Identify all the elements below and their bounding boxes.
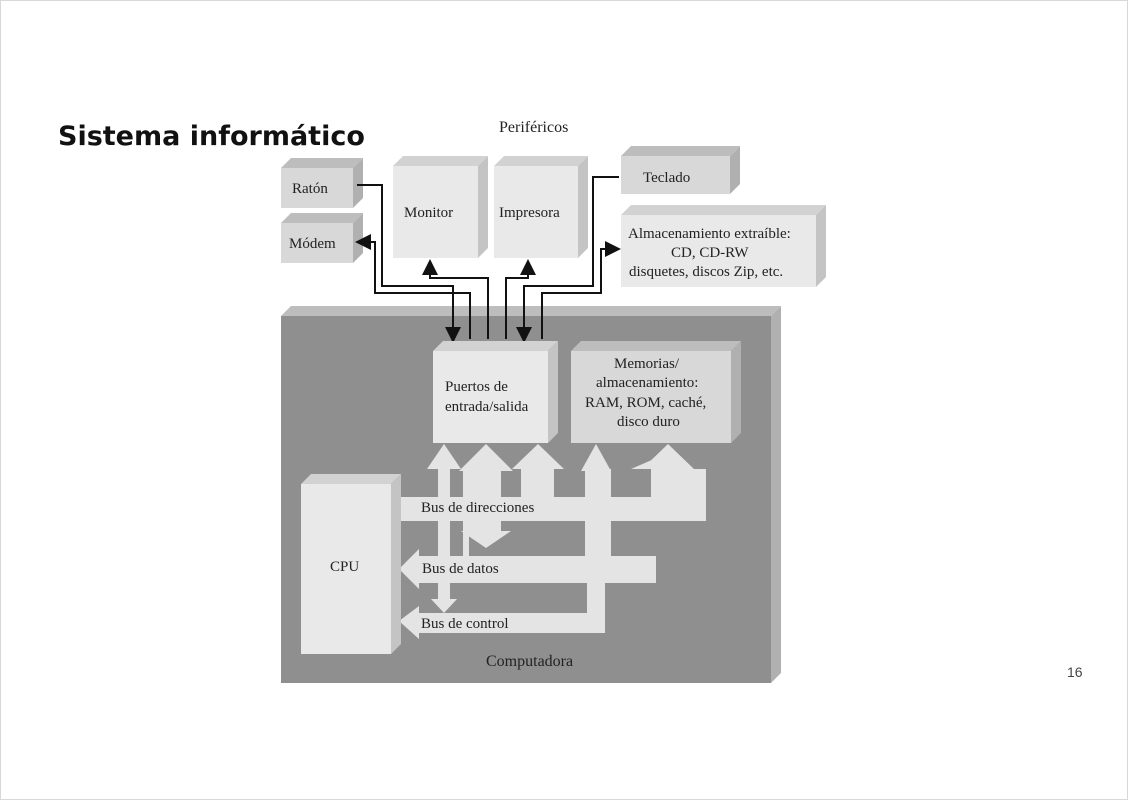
memorias-line: disco duro [617,414,680,430]
perifericos-label: Periféricos [499,119,568,136]
memorias-line: Memorias/ [614,356,680,372]
puertos-line: Puertos de [445,379,508,395]
impresora-label: Impresora [499,205,560,221]
memorias-line: RAM, ROM, caché, [585,395,706,411]
page-number: 16 [1067,664,1083,680]
memorias-box: Memorias/ almacenamiento: RAM, ROM, cach… [571,341,741,443]
raton-label: Ratón [292,181,328,197]
bus-control-puertos [427,444,461,613]
puertos-line: entrada/salida [445,399,529,415]
almacenamiento-line: CD, CD-RW [671,245,749,261]
bus-control-label: Bus de control [421,616,509,632]
modem-box: Módem [281,213,363,263]
puertos-box: Puertos de entrada/salida [433,341,558,443]
teclado-box: Teclado [621,146,740,194]
bus-datos-label: Bus de datos [422,561,499,577]
cpu-box: CPU [301,474,401,654]
monitor-label: Monitor [404,205,453,221]
almacenamiento-line: Almacenamiento extraíble: [628,226,791,242]
modem-label: Módem [289,236,336,252]
monitor-box: Monitor [393,156,488,258]
almacenamiento-box: Almacenamiento extraíble: CD, CD-RW disq… [621,205,826,287]
bus-control [399,444,611,639]
teclado-label: Teclado [643,170,690,186]
bus-direcciones-label: Bus de direcciones [421,500,534,516]
buses: Bus de direcciones Bus de datos Bus de c… [393,444,706,639]
memorias-line: almacenamiento: [596,375,698,391]
almacenamiento-line: disquetes, discos Zip, etc. [629,264,783,280]
computer-label: Computadora [486,653,573,670]
slide-title: Sistema informático [58,121,365,152]
peripheral-wires [355,176,621,343]
raton-box: Ratón [281,158,363,208]
impresora-box: Impresora [494,156,588,258]
cpu-label: CPU [330,559,359,575]
